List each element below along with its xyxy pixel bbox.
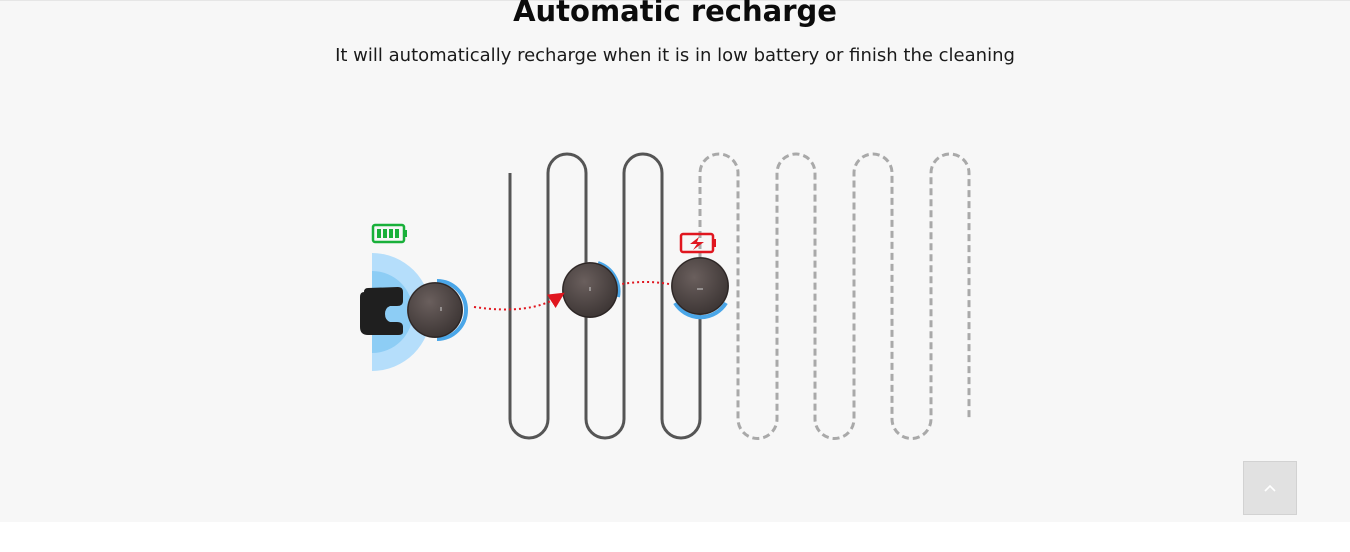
auto-recharge-section: Automatic recharge It will automatically…: [0, 0, 1350, 515]
cleaned-path: [508, 152, 702, 440]
battery-low-icon: [679, 232, 716, 254]
section-title: Automatic recharge: [513, 0, 837, 28]
robot-low-battery: [671, 257, 729, 320]
return-route: [473, 281, 670, 311]
robot-docked: [407, 279, 468, 341]
remaining-path: [698, 152, 971, 440]
chevron-up-icon: [1264, 484, 1276, 492]
battery-full-icon: [371, 223, 407, 244]
back-to-top-button[interactable]: [1243, 461, 1297, 515]
charging-dock: [360, 287, 403, 335]
recharge-illustration: [360, 152, 971, 440]
section-subtitle: It will automatically recharge when it i…: [335, 45, 1015, 66]
robot-returning: [562, 261, 621, 318]
